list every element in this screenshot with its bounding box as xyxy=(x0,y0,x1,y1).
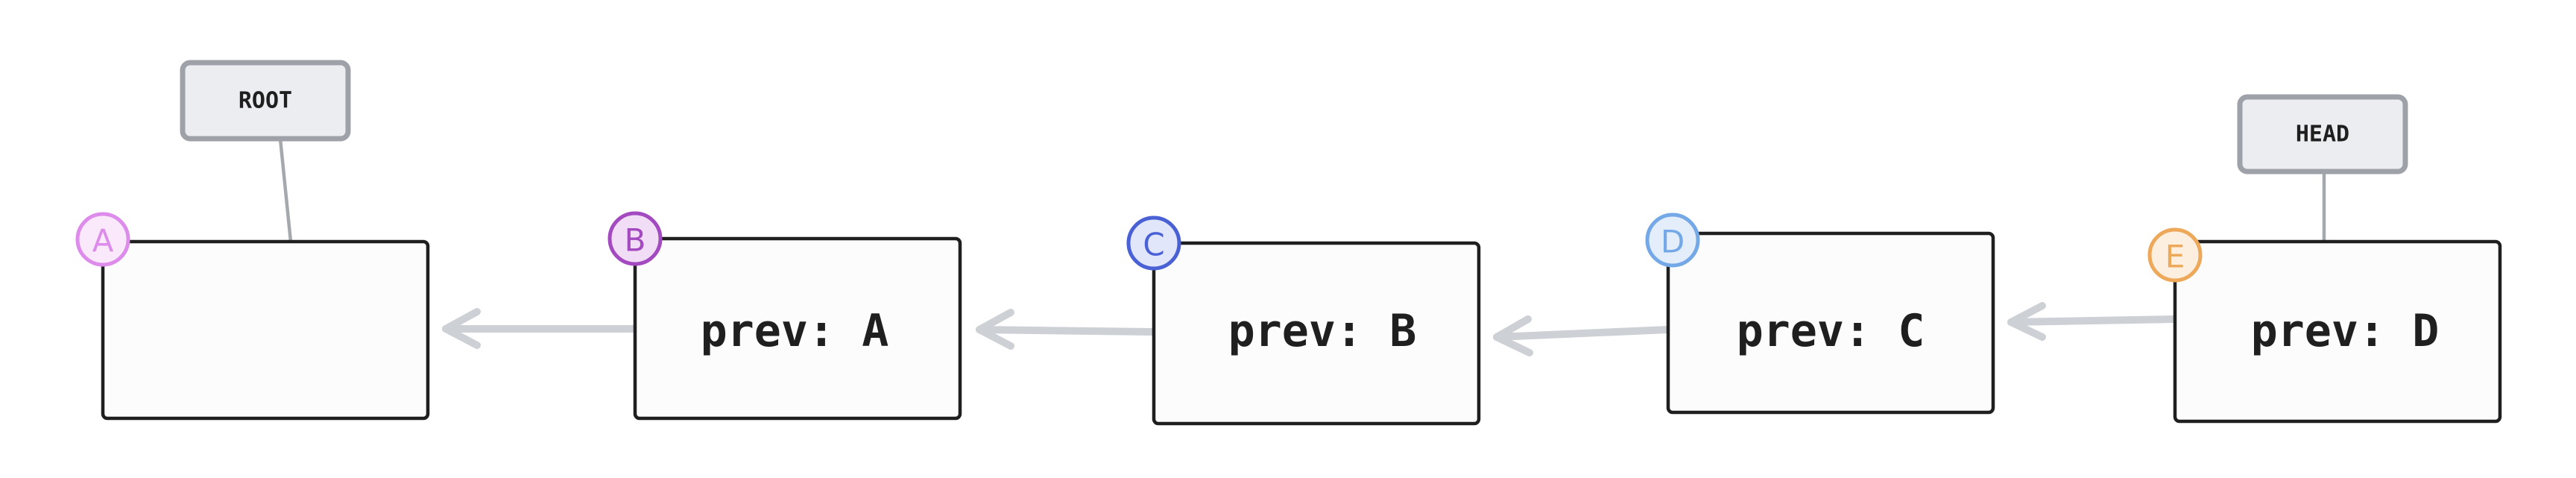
badge-e-label: E xyxy=(2165,239,2185,275)
node-d-text: prev: C xyxy=(1737,305,1925,357)
node-e: prev: D xyxy=(2173,239,2502,424)
node-a xyxy=(101,239,430,421)
edge-d-to-c xyxy=(1493,315,1672,356)
node-d: prev: C xyxy=(1666,231,1995,415)
root-tag-connector xyxy=(278,136,293,244)
edge-b-to-a xyxy=(442,308,639,349)
node-b-text: prev: A xyxy=(701,305,889,357)
badge-d-circle xyxy=(1645,213,1700,268)
head-tag-label: HEAD xyxy=(2296,122,2349,148)
badge-b-circle xyxy=(607,211,663,266)
node-b: prev: A xyxy=(633,236,962,421)
root-tag-label: ROOT xyxy=(239,88,292,114)
badge-d-label: D xyxy=(1661,224,1685,260)
node-c-text: prev: B xyxy=(1228,305,1417,357)
badge-d: D xyxy=(1645,213,1700,268)
node-e-text: prev: D xyxy=(2251,305,2440,357)
head-tag: HEAD xyxy=(2237,94,2408,174)
badge-e: E xyxy=(2147,227,2203,283)
root-tag: ROOT xyxy=(180,60,351,142)
badge-a: A xyxy=(75,212,130,267)
edge-c-to-b xyxy=(976,309,1158,350)
badge-c-label: C xyxy=(1143,227,1164,263)
badge-c: C xyxy=(1126,216,1181,271)
badge-b: B xyxy=(607,211,663,266)
badge-e-circle xyxy=(2147,227,2203,283)
badge-b-label: B xyxy=(625,222,646,259)
badge-a-label: A xyxy=(92,223,114,260)
badge-c-circle xyxy=(1126,216,1181,271)
badge-a-circle xyxy=(75,212,130,267)
node-c: prev: B xyxy=(1152,241,1481,426)
edge-e-to-d xyxy=(2007,302,2179,341)
